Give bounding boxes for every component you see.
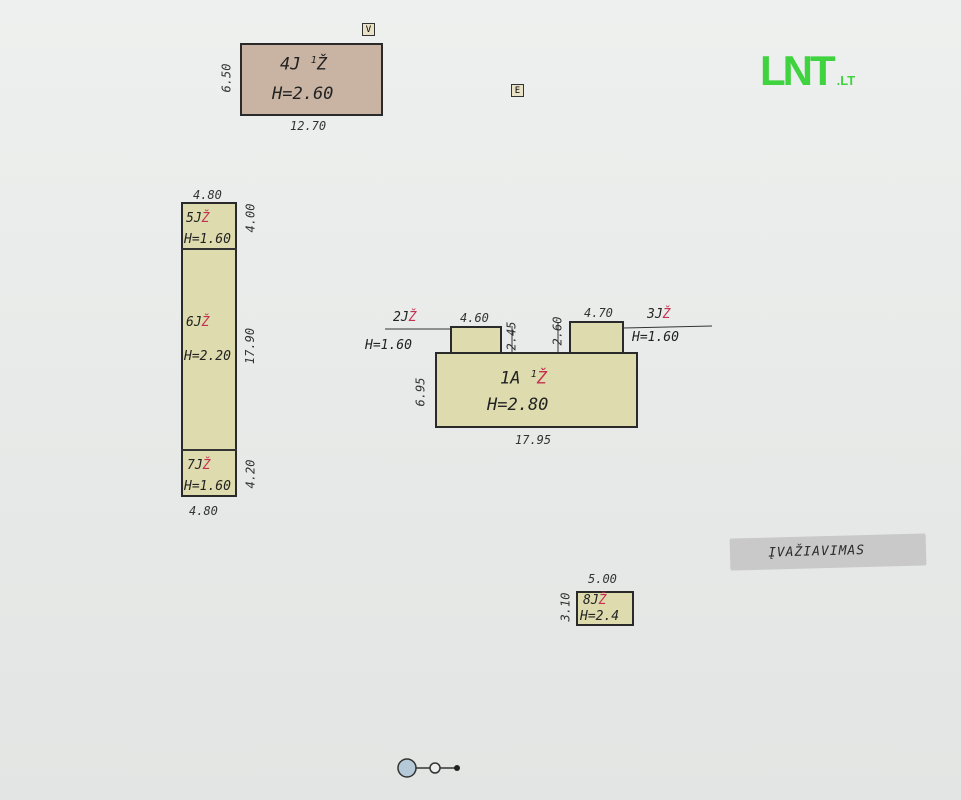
- building-column[interactable]: [181, 202, 237, 497]
- building-5j-height: H=1.60: [184, 232, 231, 247]
- logo-suffix: .LT: [836, 73, 856, 88]
- building-4j-code: 4J 1Ž: [280, 54, 328, 75]
- building-7j-code: 7JŽ: [187, 458, 211, 473]
- building-3j-height: H=1.60: [632, 330, 679, 345]
- building-5j-code: 5JŽ: [186, 211, 210, 226]
- building-4j-width: 12.70: [290, 119, 327, 133]
- building-8j-width: 5.00: [588, 572, 617, 586]
- tag-v: V: [362, 23, 375, 36]
- divider-6-7: [181, 449, 237, 451]
- building-3j-width: 4.70: [584, 306, 613, 320]
- building-2j-code: 2JŽ: [393, 310, 417, 325]
- building-6j-code: 6JŽ: [186, 315, 210, 330]
- divider-5-6: [181, 248, 237, 250]
- lnt-logo: LNT.LT: [760, 50, 855, 92]
- building-8j-height: H=2.4: [580, 609, 620, 624]
- utility-pole-icon: [397, 758, 460, 778]
- building-2j-height: H=1.60: [365, 338, 412, 353]
- building-7j-height: H=1.60: [184, 479, 231, 494]
- logo-text: LNT: [760, 47, 836, 94]
- building-2j-width: 4.60: [460, 311, 489, 325]
- building-5j-width: 4.80: [193, 188, 222, 202]
- building-8j-code: 8JŽ: [583, 593, 607, 608]
- building-1a-code: 1A 1Ž: [500, 368, 548, 389]
- tag-e: E: [511, 84, 524, 97]
- building-7j-width: 4.80: [189, 504, 218, 518]
- building-6j-height: H=2.20: [184, 349, 231, 364]
- building-1a-height: H=2.80: [487, 395, 549, 415]
- building-3j-code: 3JŽ: [647, 307, 671, 322]
- building-4j-height: H=2.60: [272, 84, 334, 104]
- building-1a[interactable]: [435, 352, 638, 428]
- building-1a-width: 17.95: [515, 433, 552, 447]
- building-8j[interactable]: [576, 591, 634, 626]
- building-4j[interactable]: [240, 43, 383, 116]
